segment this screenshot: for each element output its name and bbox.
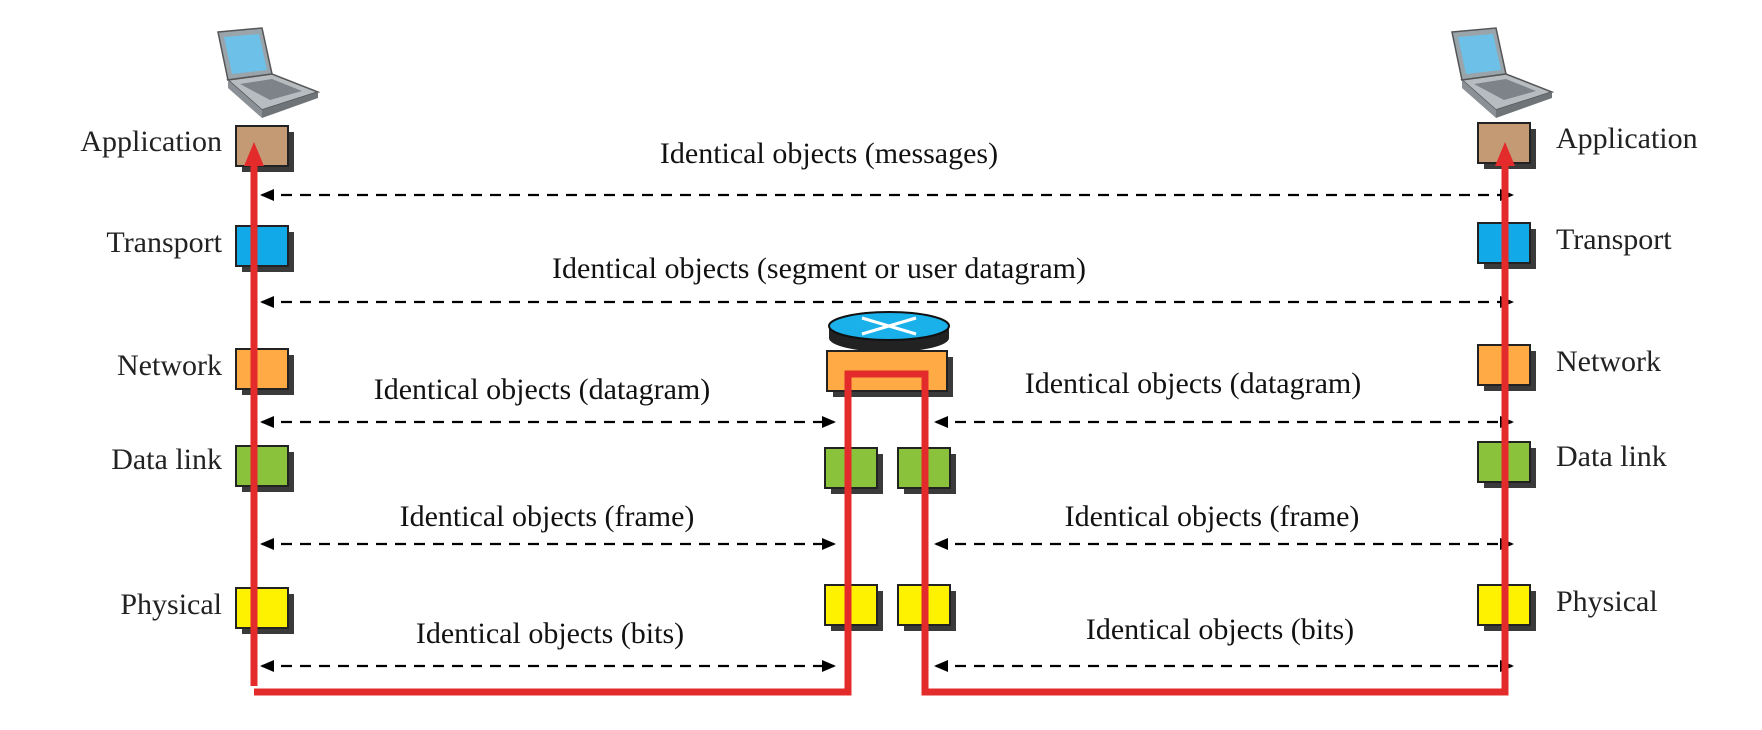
- left-label-network: Network: [117, 349, 222, 382]
- router-box-physical-right: [897, 584, 956, 631]
- left-box-application: [235, 125, 294, 172]
- label-bits-left: Identical objects (bits): [416, 617, 684, 650]
- right-label-physical: Physical: [1556, 585, 1658, 618]
- label-frame-left: Identical objects (frame): [400, 500, 695, 533]
- left-label-transport: Transport: [106, 226, 222, 259]
- router-icon: [828, 311, 950, 352]
- left-box-network: [235, 348, 294, 395]
- left-box-transport: [235, 225, 294, 272]
- label-messages: Identical objects (messages): [660, 137, 998, 170]
- left-box-datalink: [235, 445, 294, 492]
- data-path-right-arrowhead: [1495, 142, 1515, 166]
- left-box-physical: [235, 587, 294, 634]
- right-label-transport: Transport: [1556, 223, 1672, 256]
- label-segment: Identical objects (segment or user datag…: [552, 252, 1086, 285]
- right-label-datalink: Data link: [1556, 440, 1667, 473]
- data-path-left-arrowhead: [244, 142, 264, 166]
- label-datagram-left: Identical objects (datagram): [374, 373, 711, 406]
- left-laptop-icon: [217, 27, 321, 118]
- left-label-application: Application: [80, 125, 222, 158]
- right-label-application: Application: [1556, 122, 1698, 155]
- right-label-network: Network: [1556, 345, 1661, 378]
- label-datagram-right: Identical objects (datagram): [1025, 367, 1362, 400]
- left-label-physical: Physical: [120, 588, 222, 621]
- label-frame-right: Identical objects (frame): [1065, 500, 1360, 533]
- label-bits-right: Identical objects (bits): [1086, 613, 1354, 646]
- router-box-datalink-left: [824, 447, 883, 494]
- data-path-route: [254, 162, 1509, 696]
- left-label-datalink: Data link: [111, 443, 222, 476]
- right-laptop-icon: [1451, 27, 1555, 118]
- router-box-physical-left: [824, 584, 883, 631]
